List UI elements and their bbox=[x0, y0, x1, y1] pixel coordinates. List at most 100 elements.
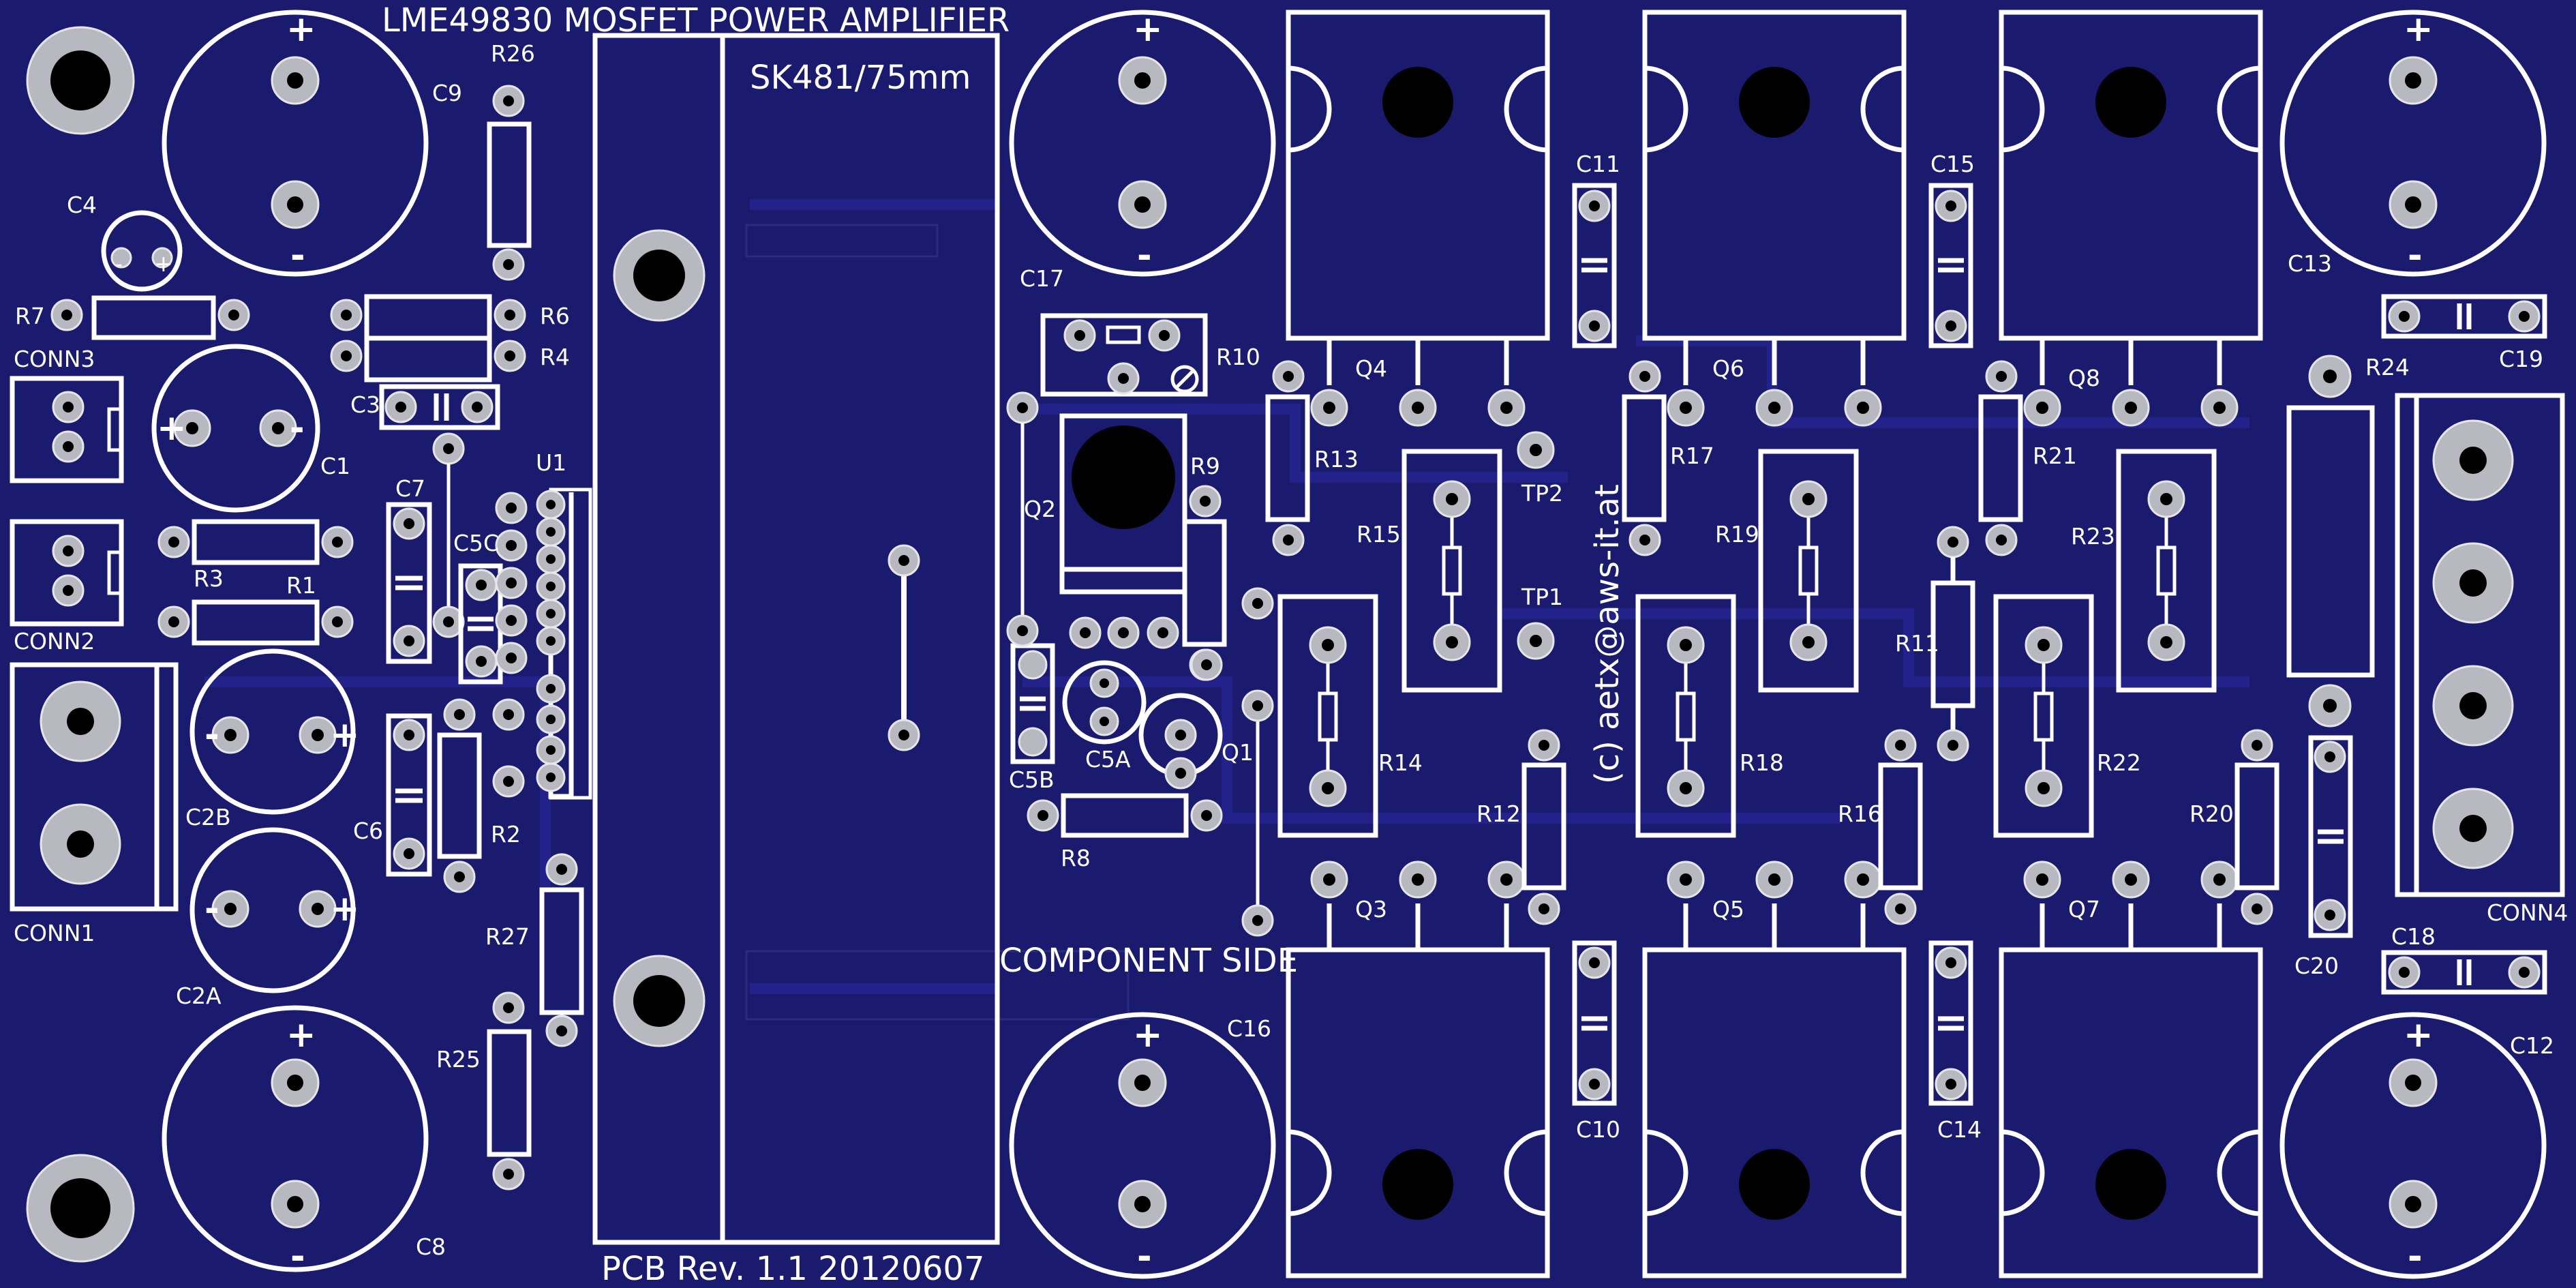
power-resistor-r23 bbox=[2116, 449, 2217, 693]
resistor-r7 bbox=[50, 295, 250, 340]
transistor-q6 bbox=[1642, 10, 1907, 427]
label-tp2: TP2 bbox=[1521, 480, 1563, 507]
capacitor-c5b bbox=[1006, 391, 1055, 764]
capacitor-c1 bbox=[151, 344, 320, 513]
bottom-layer-ghost-text bbox=[745, 224, 1130, 1021]
resistor-r21 bbox=[1978, 360, 2023, 556]
c9-plus: + bbox=[286, 9, 316, 50]
label-c12: C12 bbox=[2510, 1032, 2554, 1059]
capacitor-c8 bbox=[162, 1005, 429, 1272]
label-q1: Q1 bbox=[1222, 739, 1254, 766]
label-q7: Q7 bbox=[2068, 896, 2100, 923]
label-q5: Q5 bbox=[1712, 896, 1744, 923]
label-r1: R1 bbox=[286, 572, 316, 599]
capacitor-c10 bbox=[1572, 940, 1617, 1106]
board-labels: LME49830 MOSFET POWER AMPLIFIER SK481/75… bbox=[382, 1, 1626, 1288]
connector-conn4 bbox=[2395, 393, 2565, 897]
c13-minus: - bbox=[2408, 235, 2423, 276]
potentiometer-r10 bbox=[1040, 313, 1208, 397]
power-resistor-r14 bbox=[1277, 594, 1378, 838]
c2b-plus: + bbox=[330, 715, 360, 755]
c4-plus: + bbox=[154, 250, 173, 277]
label-r11: R11 bbox=[1895, 630, 1939, 657]
power-resistor-r19 bbox=[1758, 449, 1859, 693]
label-r12: R12 bbox=[1476, 800, 1521, 827]
test-point-tp2 bbox=[1517, 431, 1555, 469]
label-r10: R10 bbox=[1216, 344, 1260, 370]
resistor-r11 bbox=[1930, 526, 1975, 762]
c16-plus: + bbox=[1133, 1015, 1163, 1055]
label-conn1: CONN1 bbox=[14, 920, 95, 946]
resistor-r27 bbox=[539, 853, 584, 1047]
label-r2: R2 bbox=[491, 821, 521, 848]
power-resistor-r15 bbox=[1401, 449, 1502, 693]
label-c11: C11 bbox=[1576, 151, 1620, 177]
transistor-q3 bbox=[1286, 860, 1550, 1278]
c1-minus: - bbox=[290, 408, 305, 449]
label-c2a: C2A bbox=[176, 983, 222, 1009]
label-c20: C20 bbox=[2294, 953, 2339, 979]
label-r6: R6 bbox=[540, 303, 570, 329]
resistor-r16 bbox=[1878, 729, 1923, 925]
mounting-holes bbox=[26, 26, 706, 1263]
label-c5b: C5B bbox=[1009, 766, 1055, 793]
label-r16: R16 bbox=[1838, 800, 1882, 827]
c17-minus: - bbox=[1137, 235, 1152, 276]
resistor-r20 bbox=[2234, 729, 2279, 925]
transistor-q2 bbox=[1059, 413, 1187, 649]
capacitor-c4 bbox=[101, 210, 183, 292]
label-c14: C14 bbox=[1937, 1116, 1982, 1143]
label-c5c: C5C bbox=[453, 530, 499, 556]
label-conn3: CONN3 bbox=[14, 346, 95, 372]
capacitor-c19 bbox=[2381, 294, 2547, 339]
c2a-plus: + bbox=[330, 888, 360, 929]
label-r22: R22 bbox=[2097, 749, 2141, 776]
label-c18: C18 bbox=[2391, 923, 2436, 950]
label-c7: C7 bbox=[395, 475, 425, 502]
c9-minus: - bbox=[290, 235, 305, 276]
label-c3: C3 bbox=[350, 391, 380, 418]
label-r14: R14 bbox=[1378, 749, 1423, 776]
transistor-q1 bbox=[1138, 648, 1223, 790]
capacitor-c14 bbox=[1928, 940, 1973, 1106]
power-resistor-r18 bbox=[1635, 594, 1736, 838]
label-c8: C8 bbox=[416, 1233, 446, 1260]
label-c9: C9 bbox=[432, 80, 462, 106]
c12-plus: + bbox=[2404, 1015, 2434, 1055]
label-c4: C4 bbox=[67, 192, 97, 218]
transistor-q7 bbox=[1999, 860, 2263, 1278]
capacitor-c2b bbox=[190, 648, 356, 815]
capacitor-c20 bbox=[2308, 735, 2353, 938]
heatsink-label: SK481/75mm bbox=[750, 59, 971, 97]
transistor-q8 bbox=[1999, 10, 2263, 427]
capacitor-c5c bbox=[458, 492, 528, 685]
label-c2b: C2B bbox=[185, 804, 231, 830]
connector-conn3 bbox=[10, 376, 124, 483]
capacitor-c9 bbox=[162, 10, 429, 277]
resistor-r1 bbox=[157, 599, 354, 646]
c2b-minus: - bbox=[204, 715, 219, 755]
resistor-r17 bbox=[1622, 360, 1667, 556]
label-r20: R20 bbox=[2189, 800, 2234, 827]
capacitor-c18 bbox=[2381, 950, 2547, 995]
resistor-r8 bbox=[1027, 793, 1223, 838]
label-r26: R26 bbox=[491, 40, 535, 67]
label-r27: R27 bbox=[485, 923, 530, 950]
resistor-r2 bbox=[437, 698, 525, 893]
capacitor-c11 bbox=[1572, 183, 1617, 348]
label-r23: R23 bbox=[2071, 523, 2115, 550]
connector-conn2 bbox=[10, 519, 124, 627]
c16-minus: - bbox=[1137, 1236, 1152, 1277]
jumper-wire bbox=[1241, 587, 1274, 937]
capacitor-c16 bbox=[1009, 1012, 1276, 1279]
label-r19: R19 bbox=[1715, 521, 1759, 548]
label-c16: C16 bbox=[1227, 1015, 1271, 1042]
label-r3: R3 bbox=[194, 565, 224, 592]
u1-chip bbox=[536, 488, 592, 800]
capacitor-c15 bbox=[1928, 183, 1973, 348]
polarity-marks: + - + - + - + - + - + - + - - + - + - + bbox=[115, 9, 2434, 1277]
c8-plus: + bbox=[286, 1015, 316, 1055]
label-r24: R24 bbox=[2365, 354, 2410, 380]
